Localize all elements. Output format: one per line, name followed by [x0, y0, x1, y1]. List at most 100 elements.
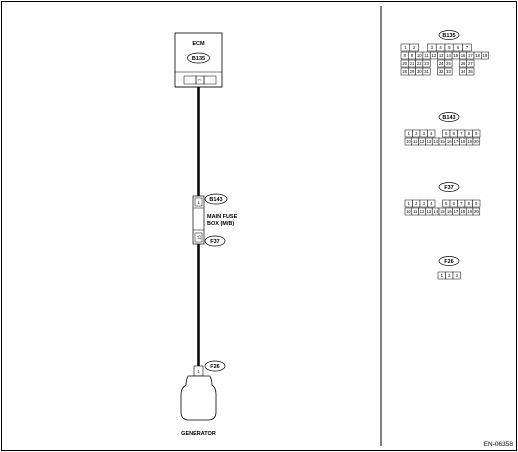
fuse-lower-connector-code: F37	[210, 239, 219, 245]
fuse-lower-pin: 15	[197, 235, 202, 240]
b143-connector-title: B143	[442, 115, 455, 121]
pin-label: 13	[426, 139, 431, 144]
pin-label: 10	[406, 139, 411, 144]
pin-label: 16	[447, 209, 452, 214]
pin-label: 29	[410, 69, 415, 74]
f37-connector-tag	[438, 182, 460, 192]
f37-connector-title: F37	[444, 185, 453, 191]
fuse-box-label-line2: BOX (M/B)	[207, 221, 234, 227]
ecm-unit: ECM B135 7	[174, 32, 223, 88]
generator-connector-tag	[204, 360, 226, 372]
generator-connector-code: F26	[210, 364, 219, 370]
pin-label: 2	[448, 273, 451, 278]
pin-label: 15	[440, 209, 445, 214]
generator-body	[180, 375, 217, 421]
pin-label: 2	[413, 45, 416, 50]
pin-cell	[466, 67, 475, 76]
pin-label: 14	[446, 53, 451, 58]
pin-label: 19	[467, 139, 472, 144]
ecm-connector-code: B135	[192, 56, 205, 62]
pin-label: 6	[457, 45, 460, 50]
pin-cell	[472, 137, 481, 146]
pin-label: 3	[431, 45, 434, 50]
pin-label: 13	[426, 209, 431, 214]
b143-connector-tag	[438, 112, 460, 122]
generator-unit: 1 F26 GENERATOR	[180, 360, 226, 437]
pin-label: 9	[411, 53, 414, 58]
pin-label: 2	[415, 131, 418, 136]
pin-label: 18	[460, 139, 465, 144]
pin-label: 15	[453, 53, 458, 58]
pin-label: 20	[402, 61, 407, 66]
pin-label: 12	[420, 209, 425, 214]
pin-label: 17	[468, 53, 473, 58]
ecm-label: ECM	[192, 41, 205, 47]
pin-label: 19	[483, 53, 488, 58]
pin-cell	[422, 67, 431, 76]
pin-label: 16	[447, 139, 452, 144]
pin-label: 20	[474, 209, 479, 214]
pin-label: 10	[417, 53, 422, 58]
pin-label: 4	[439, 45, 442, 50]
pin-label: 6	[453, 131, 456, 136]
pin-cell	[444, 59, 453, 68]
b135-connector-title: B135	[442, 33, 455, 39]
fuse-lower-connector-tag	[204, 235, 226, 247]
pin-label: 1	[408, 131, 411, 136]
pin-label: 33	[446, 69, 451, 74]
pin-label: 31	[424, 69, 429, 74]
pin-label: 18	[460, 209, 465, 214]
pin-cell	[472, 199, 481, 208]
pin-label: 3	[423, 201, 426, 206]
pin-cell	[444, 67, 453, 76]
generator-label: GENERATOR	[181, 431, 216, 437]
pin-label: 34	[461, 69, 466, 74]
pin-label: 1	[404, 45, 407, 50]
pin-label: 11	[424, 53, 429, 58]
f26-connector-title: F26	[444, 259, 453, 265]
pin-label: 19	[467, 209, 472, 214]
main-fuse-box: 1 15 B143 MAIN FUSE BOX (M/B) F37	[192, 193, 238, 247]
fuse-upper-connector-tag	[204, 193, 228, 205]
pin-label: 27	[468, 61, 473, 66]
b135-connector-tag	[438, 30, 460, 40]
fuse-box-label-line1: MAIN FUSE	[207, 214, 238, 220]
pin-label: 13	[439, 53, 444, 58]
pin-label: 16	[461, 53, 466, 58]
pin-label: 23	[424, 61, 429, 66]
pin-label: 3	[423, 131, 426, 136]
pin-label: 8	[403, 53, 406, 58]
pin-label: 8	[468, 201, 471, 206]
pin-label: 14	[433, 139, 438, 144]
pin-label: 11	[413, 209, 418, 214]
ecm-pin-number: 7	[198, 78, 203, 81]
pin-label: 30	[417, 69, 422, 74]
pin-label: 12	[420, 139, 425, 144]
pin-label: 9	[475, 131, 478, 136]
pin-cell	[481, 51, 489, 60]
pin-label: 11	[413, 139, 418, 144]
pin-label: 10	[406, 209, 411, 214]
pin-label: 6	[453, 201, 456, 206]
pin-label: 20	[474, 139, 479, 144]
pin-label: 5	[445, 131, 448, 136]
pin-label: 32	[439, 69, 444, 74]
pin-cell	[422, 59, 431, 68]
pin-cell	[409, 43, 419, 52]
pin-cell	[466, 59, 475, 68]
ecm-connector-tag	[187, 52, 210, 64]
pin-label: 17	[454, 139, 459, 144]
pin-label: 1	[441, 273, 444, 278]
pin-label: 5	[448, 45, 451, 50]
pin-label: 9	[475, 201, 478, 206]
pin-label: 7	[460, 201, 463, 206]
pin-label: 4	[430, 131, 433, 136]
